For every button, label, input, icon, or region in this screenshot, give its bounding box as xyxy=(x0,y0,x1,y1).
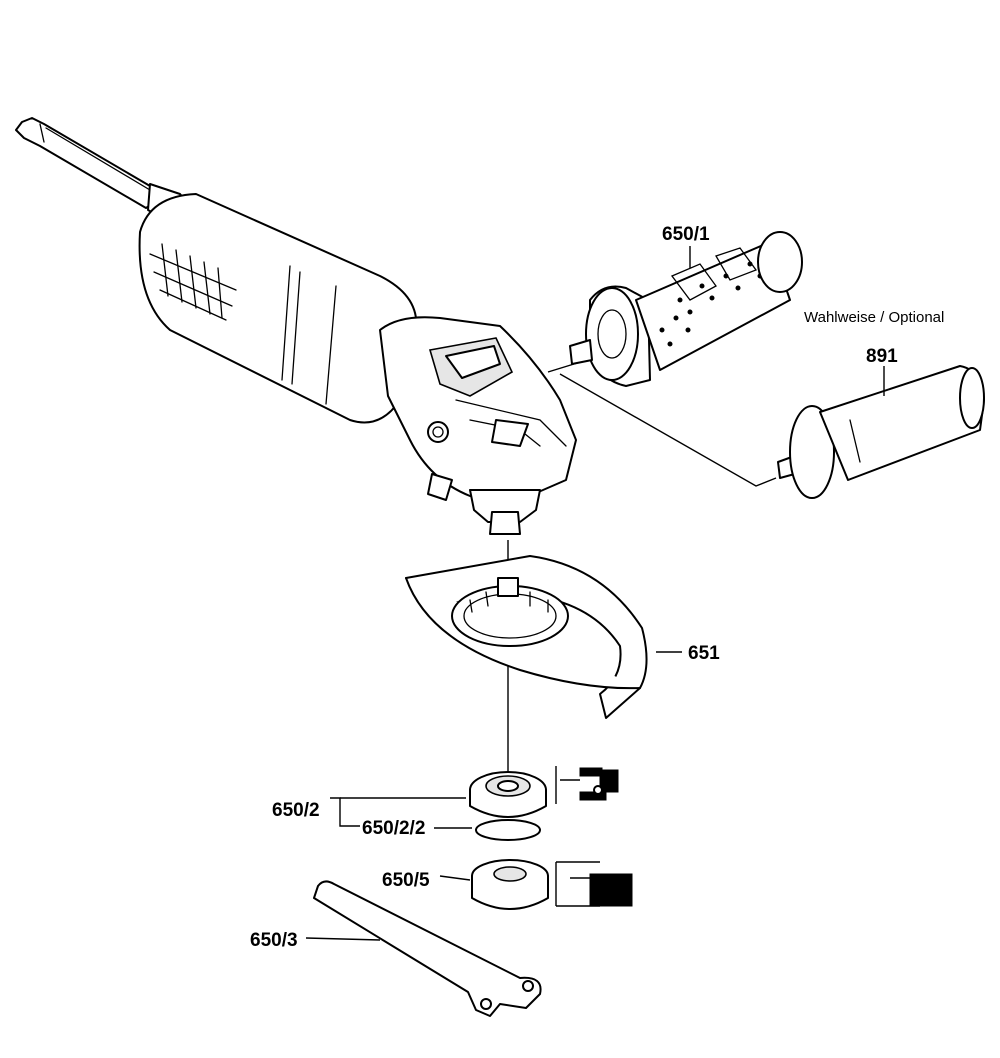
label-650-3: 650/3 xyxy=(250,930,298,951)
optional-note: Wahlweise / Optional xyxy=(804,309,944,326)
wheel-guard xyxy=(405,555,648,719)
label-650-1: 650/1 xyxy=(662,224,710,245)
mounting-flange xyxy=(469,771,547,818)
auxiliary-handle-optional xyxy=(569,231,803,387)
auxiliary-handle-standard xyxy=(777,365,985,499)
label-651: 651 xyxy=(688,643,720,664)
motor-vents xyxy=(149,243,237,321)
o-ring xyxy=(475,819,541,841)
label-650-2: 650/2 xyxy=(272,800,320,821)
spanner-wrench xyxy=(313,880,542,1017)
clamping-nut xyxy=(471,859,549,910)
label-650-5: 650/5 xyxy=(382,870,430,891)
label-650-2-2: 650/2/2 xyxy=(362,818,425,839)
angle-grinder xyxy=(15,117,577,535)
nut-profile-symbol xyxy=(555,861,633,907)
label-891: 891 xyxy=(866,346,898,367)
flange-profile-symbol xyxy=(555,766,619,804)
